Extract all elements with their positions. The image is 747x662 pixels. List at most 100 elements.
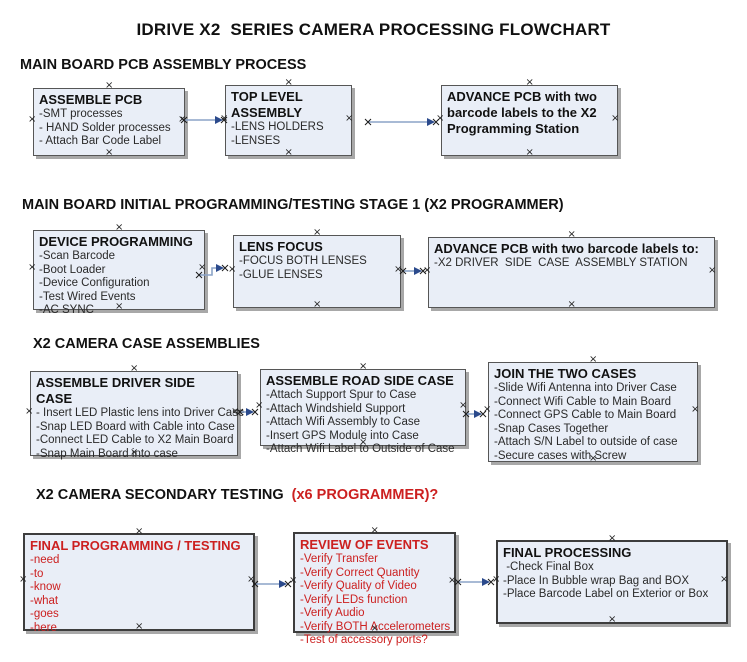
box-body: -LENS HOLDERS-LENSES: [231, 121, 346, 148]
box-line: -Verify Audio: [300, 607, 365, 619]
connection-point-icon: [28, 263, 36, 273]
connection-point-icon: [568, 230, 576, 240]
box-body: -Attach Support Spur to Case-Attach Wind…: [266, 389, 460, 457]
box-line: -Connect LED Cable to X2 Main Board: [36, 434, 234, 446]
box-line: -Insert GPS Module into Case: [266, 429, 419, 442]
box-title: FINAL PROCESSING: [503, 545, 632, 560]
connection-point-icon: [130, 364, 138, 374]
box-title: ADVANCE PCB with two barcode labels to:: [434, 241, 699, 256]
box-body: -Verify Transfer-Verify Correct Quantity…: [300, 553, 451, 648]
flow-box-top-level-assembly[interactable]: TOP LEVEL ASSEMBLY -LENS HOLDERS-LENSES: [220, 78, 353, 158]
box-body: -need-to-know-what-goes-here: [30, 554, 248, 635]
connection-point-icon: [526, 78, 534, 88]
box-body: -Slide Wifi Antenna into Driver Case-Con…: [494, 382, 692, 463]
connection-point-icon: [589, 355, 597, 365]
box-title: JOIN THE TWO CASES: [494, 366, 637, 381]
box-line: - Insert LED Plastic lens into Driver Ca…: [36, 407, 245, 419]
box-line: -Check Final Box: [503, 561, 594, 573]
connector-arrow-4[interactable]: [397, 263, 433, 279]
box-line: -Place Barcode Label on Exterior or Box: [503, 588, 709, 600]
section-heading-case-assemblies: X2 CAMERA CASE ASSEMBLIES: [33, 336, 260, 352]
page-title: IDRIVE X2 SERIES CAMERA PROCESSING FLOWC…: [136, 20, 611, 39]
box-line: -Attach Support Spur to Case: [266, 389, 417, 401]
section-heading-black-part: X2 CAMERA SECONDARY TESTING: [36, 487, 288, 503]
section-heading-pcb-assembly: MAIN BOARD PCB ASSEMBLY PROCESS: [20, 57, 307, 73]
box-title: ADVANCE PCB with two barcode labels to t…: [447, 89, 601, 136]
flow-box-review-of-events[interactable]: REVIEW OF EVENTS -Verify Transfer-Verify…: [289, 526, 456, 646]
connection-point-icon: [19, 575, 27, 585]
box-line: -here: [30, 621, 57, 634]
box-line: -Scan Barcode: [39, 250, 116, 262]
box-body: -FOCUS BOTH LENSES-GLUE LENSES: [239, 255, 395, 282]
flow-box-advance-pcb-programming-station[interactable]: ADVANCE PCB with two barcode labels to t…: [436, 78, 619, 158]
connection-point-icon: [568, 300, 576, 310]
box-line: -GLUE LENSES: [239, 268, 323, 281]
connector-arrow-7[interactable]: [249, 576, 298, 592]
box-body: -SMT processes- HAND Solder processes- A…: [39, 108, 179, 149]
box-line: -Snap Cases Together: [494, 422, 609, 435]
box-title: ASSEMBLE DRIVER SIDE CASE: [36, 375, 199, 406]
connection-point-icon: [608, 615, 616, 625]
connection-point-icon: [608, 534, 616, 544]
box-body: -Scan Barcode-Boot Loader-Device Configu…: [39, 250, 199, 318]
connector-arrow-8[interactable]: [452, 574, 501, 590]
flow-box-assemble-road-side-case[interactable]: ASSEMBLE ROAD SIDE CASE -Attach Support …: [255, 362, 467, 455]
flow-box-device-programming[interactable]: DEVICE PROGRAMMING -Scan Barcode-Boot Lo…: [28, 223, 206, 316]
connector-arrow-3[interactable]: [193, 260, 239, 282]
connection-point-icon: [285, 148, 293, 158]
box-line: -AC SYNC: [39, 304, 94, 316]
box-line: -Verify BOTH Accelerometers: [300, 620, 451, 633]
box-line: -Verify Correct Quantity: [300, 566, 420, 579]
flow-box-lens-focus[interactable]: LENS FOCUS -FOCUS BOTH LENSES-GLUE LENSE…: [228, 228, 402, 310]
box-line: -Test Wired Events: [39, 290, 136, 303]
connection-point-icon: [611, 114, 619, 124]
connection-point-icon: [720, 575, 728, 585]
flow-box-assemble-driver-side-case[interactable]: ASSEMBLE DRIVER SIDE CASE - Insert LED P…: [25, 364, 245, 460]
box-line: -Device Configuration: [39, 277, 150, 289]
box-title: DEVICE PROGRAMMING: [39, 234, 193, 249]
box-line: -Attach Wifi Assembly to Case: [266, 416, 421, 428]
box-line: -Snap Main Board into case: [36, 447, 178, 460]
box-line: -what: [30, 594, 59, 607]
connection-point-icon: [105, 81, 113, 91]
box-line: -SMT processes: [39, 108, 123, 120]
box-line: - Attach Bar Code Label: [39, 135, 162, 147]
connection-point-icon: [691, 405, 699, 415]
box-line: -X2 DRIVER SIDE CASE ASSEMBLY STATION: [434, 257, 688, 269]
connection-point-icon: [25, 407, 33, 417]
connection-point-icon: [313, 228, 321, 238]
connector-arrow-6[interactable]: [460, 406, 493, 422]
connection-point-icon: [313, 300, 321, 310]
connector-arrow-2[interactable]: [362, 114, 446, 130]
section-heading-red-part: (x6 PROGRAMMER)?: [287, 487, 439, 503]
box-line: -Verify Quality of Video: [300, 580, 417, 592]
box-line: -goes: [30, 608, 59, 620]
connector-arrow-1[interactable]: [178, 112, 230, 128]
box-title: ASSEMBLE ROAD SIDE CASE: [266, 373, 454, 388]
box-line: -Verify LEDs function: [300, 593, 408, 606]
connection-point-icon: [345, 114, 353, 124]
box-body: -Check Final Box-Place In Bubble wrap Ba…: [503, 561, 721, 602]
connector-arrow-5[interactable]: [234, 404, 265, 420]
box-line: -Snap LED Board with Cable into Case: [36, 420, 235, 433]
connection-point-icon: [28, 115, 36, 125]
flow-box-advance-pcb-driver-side[interactable]: ADVANCE PCB with two barcode labels to: …: [423, 230, 716, 310]
box-line: -Secure cases with Screw: [494, 449, 627, 462]
box-line: -need: [30, 554, 60, 566]
flow-box-final-programming-testing[interactable]: FINAL PROGRAMMING / TESTING -need-to-kno…: [19, 527, 255, 634]
box-title: REVIEW OF EVENTS: [300, 537, 429, 552]
box-line: -Place In Bubble wrap Bag and BOX: [503, 574, 690, 587]
connection-point-icon: [135, 527, 143, 537]
box-title: FINAL PROGRAMMING / TESTING: [30, 538, 241, 553]
flow-box-join-the-two-cases[interactable]: JOIN THE TWO CASES -Slide Wifi Antenna i…: [483, 355, 699, 464]
box-title: LENS FOCUS: [239, 239, 323, 254]
box-body: -X2 DRIVER SIDE CASE ASSEMBLY STATION: [434, 257, 709, 271]
box-line: -Attach Wifi Label to Outside of Case: [266, 443, 455, 455]
box-line: -Attach Windshield Support: [266, 402, 406, 415]
box-line: - HAND Solder processes: [39, 121, 171, 134]
box-line: -know: [30, 581, 61, 593]
box-line: -Slide Wifi Antenna into Driver Case: [494, 382, 677, 394]
flow-box-assemble-pcb[interactable]: ASSEMBLE PCB -SMT processes- HAND Solder…: [28, 81, 186, 158]
flow-box-final-processing[interactable]: FINAL PROCESSING -Check Final Box-Place …: [492, 534, 728, 625]
